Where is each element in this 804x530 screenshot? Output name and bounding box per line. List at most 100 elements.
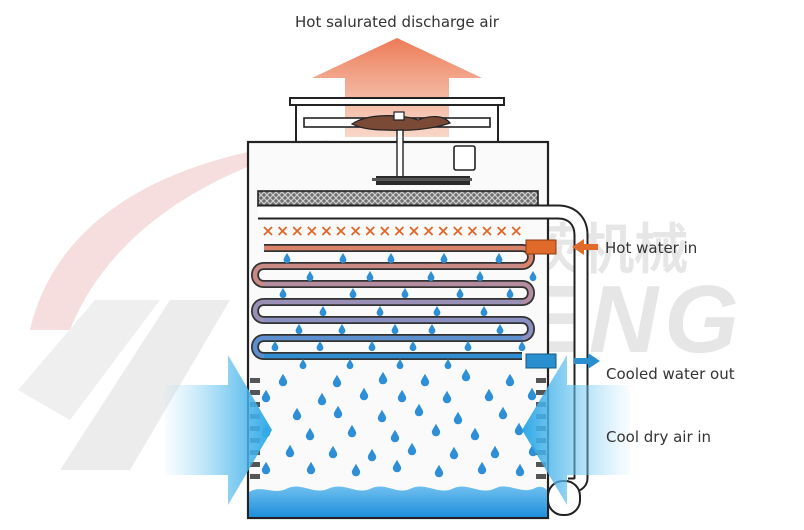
water-drop-icon	[278, 373, 288, 387]
spray-nozzles	[263, 226, 521, 236]
louver-slat	[536, 474, 546, 479]
spray-nozzle-mark	[350, 226, 361, 236]
hot-water-inlet	[525, 239, 557, 255]
water-drop-icon	[427, 270, 435, 282]
water-drop-icon	[434, 464, 444, 478]
water-drop-icon	[528, 443, 538, 457]
spray-nozzle-mark	[482, 226, 492, 236]
coil-bend-fill	[521, 245, 534, 269]
water-drop-icon	[477, 461, 487, 475]
label-cooled-water-out: Cooled water out	[606, 365, 735, 383]
water-drop-icon	[456, 287, 464, 299]
water-drop-icon	[414, 403, 424, 417]
spray-nozzle-mark	[409, 226, 419, 236]
arrow-right-icon	[574, 353, 600, 369]
water-drop-icon	[306, 270, 314, 282]
water-drop-icon	[498, 406, 508, 420]
water-drop-icon	[440, 252, 448, 264]
water-drop-icon	[397, 389, 407, 403]
water-drop-icon	[484, 388, 494, 402]
coil-bend-fill	[521, 281, 534, 305]
spray-nozzle-mark	[263, 226, 273, 236]
water-drop-icon	[319, 305, 327, 317]
water-drop-icon	[306, 461, 316, 475]
spray-nozzle-mark	[307, 226, 317, 236]
louver-slat	[536, 378, 546, 383]
water-drop-icon	[349, 287, 357, 299]
spray-nozzle-mark	[292, 226, 302, 236]
coil-bend-fill	[252, 335, 265, 359]
water-drop-icon	[407, 442, 417, 456]
motor-icon	[372, 145, 476, 185]
spray-nozzle-mark	[438, 226, 448, 236]
water-drop-icon	[279, 287, 287, 299]
water-drop-icon	[461, 368, 471, 382]
spray-nozzle-mark	[511, 226, 521, 236]
water-drop-icon	[476, 270, 484, 282]
spray-nozzle-mark	[321, 226, 332, 236]
water-basin	[249, 486, 547, 517]
coil-bend-fill	[252, 263, 265, 287]
water-drop-icon	[444, 358, 452, 370]
water-drop-icon	[316, 340, 324, 352]
spray-nozzle-mark	[423, 226, 434, 236]
coil-bend-fill	[521, 317, 534, 341]
water-drop-icon	[514, 422, 524, 436]
water-drop-icon	[347, 424, 357, 438]
spray-nozzle-mark	[467, 226, 478, 236]
water-drop-icon	[333, 405, 343, 419]
drift-eliminator	[257, 190, 539, 207]
water-drop-icon	[351, 463, 361, 477]
water-drop-icon	[527, 387, 537, 401]
water-drop-icon	[271, 340, 279, 352]
louver-slat	[536, 462, 546, 467]
coil-bend-fill	[252, 299, 265, 323]
water-drop-icon	[442, 390, 452, 404]
spray-nozzle-mark	[394, 226, 405, 236]
louver-slat	[536, 390, 546, 395]
water-drop-icon	[518, 340, 526, 352]
cooled-water-outlet	[525, 353, 557, 369]
water-drop-icon	[305, 427, 315, 441]
label-hot-water-in: Hot water in	[605, 239, 697, 257]
water-drop-icon	[409, 340, 417, 352]
water-drop-icon	[283, 252, 291, 264]
water-drop-icon	[339, 252, 347, 264]
cool-air-in-arrows	[165, 355, 630, 505]
water-drop-icon	[390, 429, 400, 443]
water-drop-icon	[387, 252, 395, 264]
label-hot-air: Hot salurated discharge air	[295, 13, 500, 31]
water-drop-icon	[428, 323, 436, 335]
spray-nozzle-mark	[496, 226, 507, 236]
water-drop-icon	[368, 340, 376, 352]
water-drop-icon	[285, 444, 295, 458]
water-drop-icon	[391, 323, 399, 335]
spray-nozzle-mark	[453, 226, 463, 236]
water-drop-icon	[464, 340, 472, 352]
water-drops	[261, 252, 538, 478]
louver-slat	[250, 462, 260, 467]
label-cool-air-in: Cool dry air in	[606, 428, 711, 446]
arrow-left-icon	[572, 239, 598, 255]
water-drop-icon	[506, 287, 514, 299]
water-drop-icon	[515, 463, 525, 477]
water-drop-icon	[366, 270, 374, 282]
water-drop-icon	[470, 427, 480, 441]
water-drop-icon	[359, 387, 369, 401]
water-drop-icon	[453, 411, 463, 425]
water-drop-icon	[332, 374, 342, 388]
water-drop-icon	[490, 445, 500, 459]
water-drop-icon	[346, 358, 354, 370]
heat-exchange-coil	[251, 244, 535, 360]
water-drop-icon	[378, 371, 388, 385]
water-drop-icon	[420, 373, 430, 387]
water-drop-icon	[401, 287, 409, 299]
water-drop-icon	[299, 358, 307, 370]
water-drop-icon	[449, 446, 459, 460]
water-drop-icon	[261, 389, 271, 403]
louver-slat	[250, 474, 260, 479]
water-drop-icon	[292, 407, 302, 421]
spray-nozzle-mark	[336, 226, 346, 236]
water-drop-icon	[261, 461, 271, 475]
